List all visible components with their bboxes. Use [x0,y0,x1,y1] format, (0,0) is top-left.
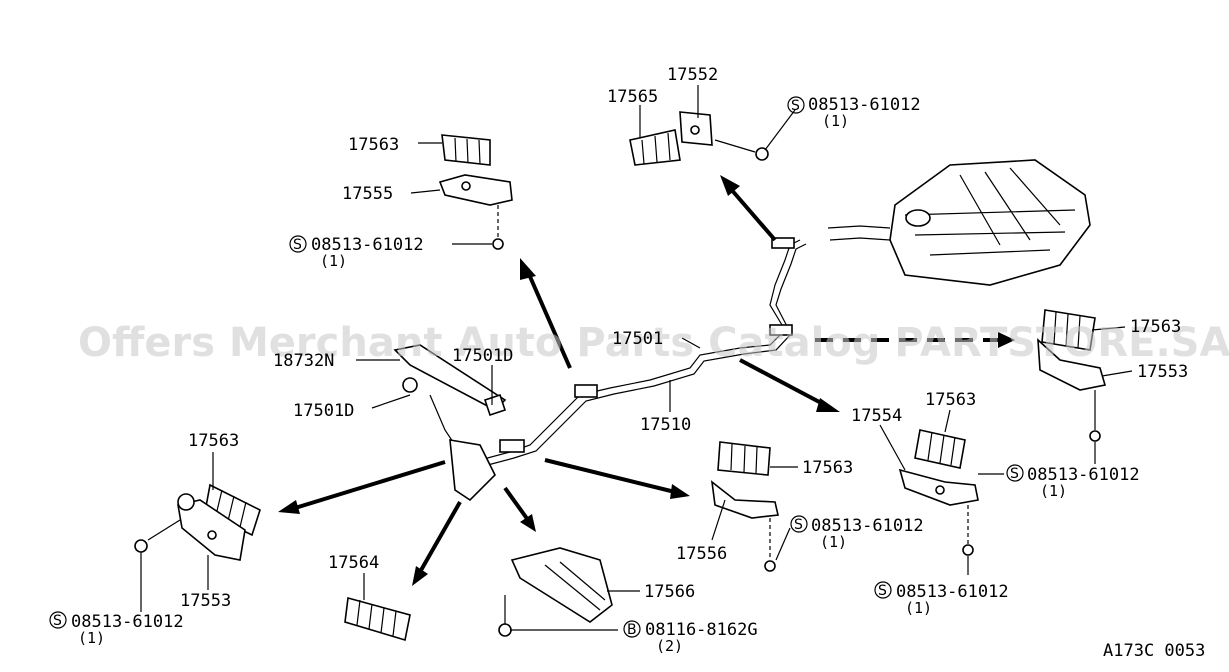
fuel-tube-17510 [479,237,807,467]
hose-18732n [393,344,507,502]
label-17501d-upper: 17501D [452,346,513,366]
qty-mid: (1) [820,533,847,551]
label-17552: 17552 [667,65,718,85]
label-18732n: 18732N [273,351,334,371]
label-screw-mid-right: 08513-61012 [896,582,1009,602]
label-17564: 17564 [328,553,379,573]
qty-mid-right: (1) [905,599,932,617]
bracket-17554 [898,468,979,556]
screw-symbol-upper-left: S [293,237,302,253]
label-17555: 17555 [342,184,393,204]
screw-upper-left [492,205,504,250]
label-17553-right: 17553 [1137,362,1188,382]
clip-17563-upper [441,134,491,166]
label-17554: 17554 [851,406,902,426]
qty-upper-left: (1) [320,252,347,270]
bracket-17556 [710,480,779,572]
label-17563-left: 17563 [188,431,239,451]
label-17563-right: 17563 [1130,317,1181,337]
label-screw-top-right: 08513-61012 [808,95,921,115]
clip-17563-left [204,483,261,537]
label-17566: 17566 [644,582,695,602]
label-17563-mid: 17563 [802,458,853,478]
screw-symbol-right: S [1010,466,1019,482]
qty-right: (1) [1040,482,1067,500]
label-17563-mid-right: 17563 [925,390,976,410]
protector-17566 [498,547,613,637]
clip-17565-top [629,129,681,166]
label-17563-upper: 17563 [348,135,399,155]
qty-top-right: (1) [822,112,849,130]
screw-top-right [714,139,769,161]
label-screw-mid: 08513-61012 [811,516,924,536]
screw-symbol-left: S [53,613,62,629]
label-17510: 17510 [640,415,691,435]
bolt-symbol: B [627,622,637,638]
bracket-17552 [679,111,713,146]
label-bolt: 08116-8162G [645,620,758,640]
screw-symbol-mid-right: S [878,583,887,599]
fuel-tank [827,159,1091,286]
callout-arrows [278,175,1015,586]
watermark: Offers Merchant Auto Parts Catalog PARTS… [78,320,1229,366]
label-17501: 17501 [612,329,663,349]
label-17565: 17565 [607,87,658,107]
screw-symbol-top-right: S [791,98,800,114]
qty-left: (1) [78,629,105,647]
diagram-code: A173C 0053 [1103,641,1205,661]
label-screw-right: 08513-61012 [1027,465,1140,485]
label-17501d-lower: 17501D [293,401,354,421]
clip-17564 [344,596,411,642]
clip-17563-mid [717,441,771,476]
bracket-17553-right [1037,338,1107,442]
qty-bolt: (2) [656,637,683,655]
clip-17563-mid-right [914,429,966,469]
bracket-17555 [438,174,513,206]
label-17556: 17556 [676,544,727,564]
screw-symbol-mid: S [794,517,803,533]
label-17553-left: 17553 [180,591,231,611]
label-leaders [140,85,1133,631]
label-screw-left: 08513-61012 [71,612,184,632]
clip-17563-right [1041,309,1096,351]
label-screw-upper-left: 08513-61012 [311,235,424,255]
bracket-17553-left [134,493,246,561]
